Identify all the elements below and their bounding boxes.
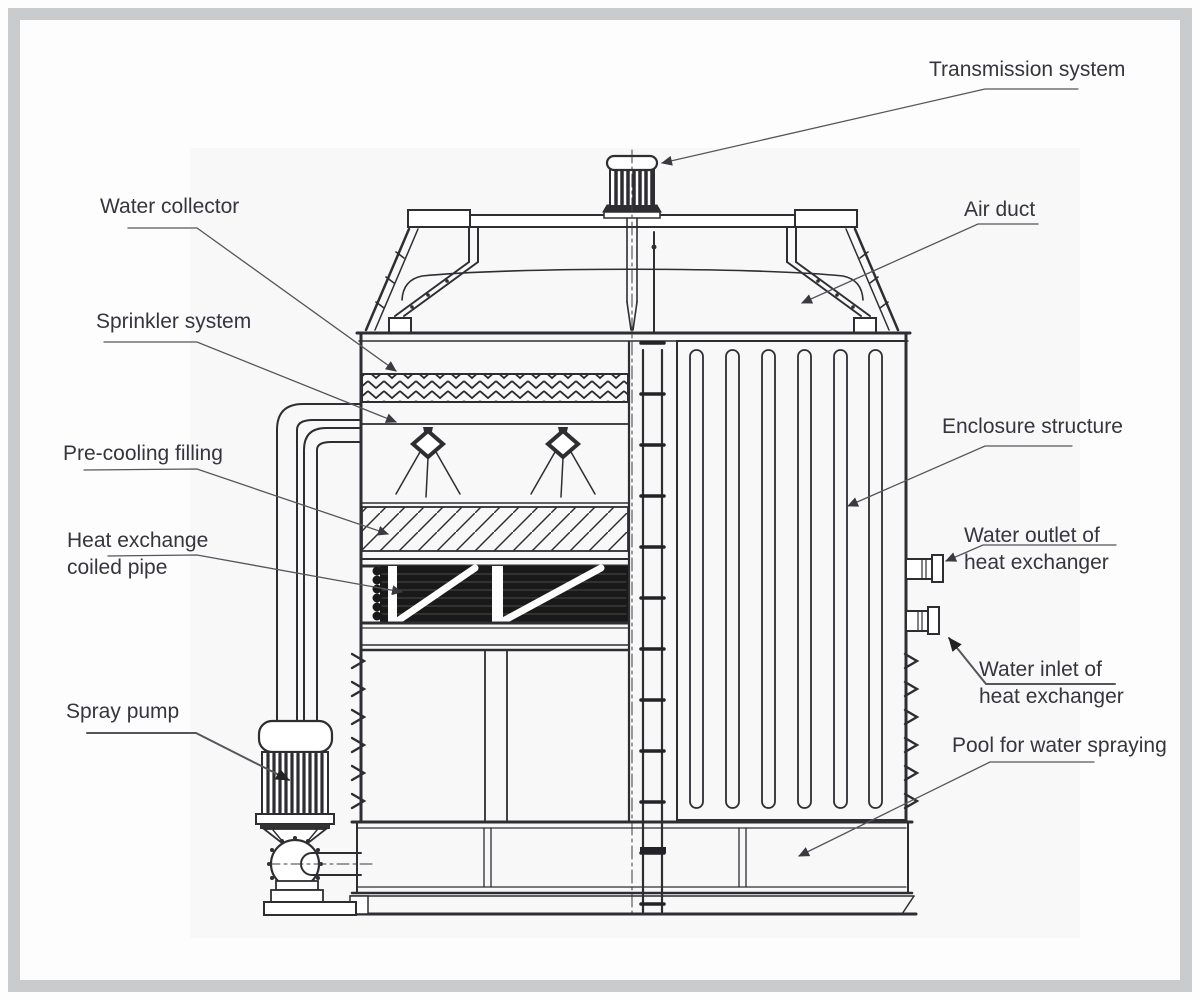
label-sprinkler-system: Sprinkler system — [96, 310, 252, 333]
label-pool-for-water-spraying: Pool for water spraying — [952, 734, 1167, 757]
pre-cooling-filling-band — [360, 502, 630, 568]
riser-pipes — [276, 403, 362, 724]
label-air-duct: Air duct — [964, 198, 1036, 221]
label-water-outlet: Water outlet of heat exchanger — [964, 522, 1109, 576]
leader-spray-pump — [86, 732, 290, 781]
leader-sprinkler-system — [103, 341, 397, 423]
sprinkler-assembly — [361, 423, 629, 498]
leader-water-collector — [127, 227, 397, 372]
pump-motor-ribs — [266, 752, 324, 814]
label-water-inlet-line1: Water inlet of — [979, 658, 1102, 681]
access-ladder — [639, 341, 666, 914]
label-heat-exchange-coiled-pipe: Heat exchange coiled pipe — [67, 527, 208, 581]
spray-pump-assembly — [255, 719, 373, 916]
water-outlet-stub — [905, 554, 944, 583]
label-pre-cooling-filling: Pre-cooling filling — [63, 442, 223, 465]
heat-exchange-coil-band — [360, 564, 630, 652]
label-heat-exchange-line1: Heat exchange — [67, 529, 209, 552]
spray-water-pool — [350, 820, 914, 895]
air-duct-cowl — [364, 226, 900, 334]
label-water-outlet-line2: heat exchanger — [964, 551, 1109, 574]
water-collector-band — [361, 373, 629, 403]
label-enclosure-structure: Enclosure structure — [942, 415, 1123, 438]
leader-enclosure-structure — [847, 445, 1073, 507]
coil-pipe-loops — [372, 566, 382, 621]
leader-lines — [83, 88, 1117, 857]
label-heat-exchange-line2: coiled pipe — [67, 556, 168, 579]
label-spray-pump: Spray pump — [66, 700, 180, 723]
label-water-inlet: Water inlet of heat exchanger — [979, 656, 1124, 710]
leader-heat-exchange-coiled-pipe — [107, 554, 403, 596]
leader-pool — [798, 761, 1095, 857]
enclosure-panel — [676, 340, 907, 821]
label-transmission-system: Transmission system — [929, 58, 1126, 81]
leader-air-duct — [801, 223, 1039, 304]
label-water-outlet-line1: Water outlet of — [964, 524, 1100, 547]
interior-support-posts — [484, 649, 508, 823]
fan-shaft — [626, 217, 657, 333]
fan-deck — [407, 209, 858, 228]
water-inlet-stub — [905, 606, 940, 635]
leader-transmission-system — [661, 88, 1079, 166]
leader-water-outlet — [945, 544, 1117, 562]
label-water-collector: Water collector — [100, 195, 240, 218]
leader-water-inlet — [948, 637, 1116, 685]
air-inlet-louvers — [350, 652, 920, 810]
label-water-inlet-line2: heat exchanger — [979, 685, 1124, 708]
leader-pre-cooling-filling — [83, 468, 389, 536]
